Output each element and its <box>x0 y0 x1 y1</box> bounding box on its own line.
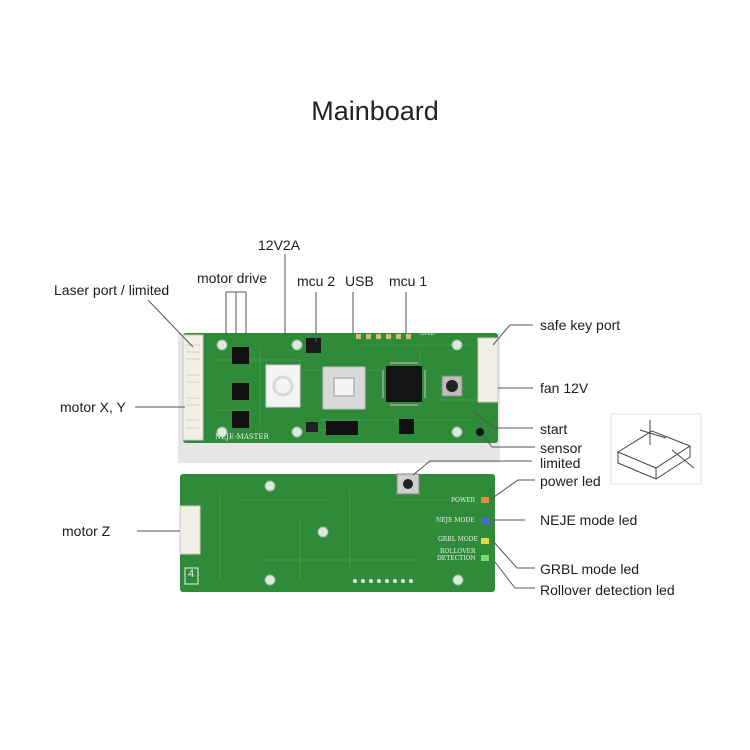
neje-mode-silkscreen: NEJE MODE <box>436 517 475 524</box>
label-laser-port: Laser port / limited <box>54 282 170 298</box>
small-component <box>306 422 318 432</box>
label-grbl-mode-led: GRBL mode led <box>540 561 640 577</box>
label-motor-z: motor Z <box>62 523 111 539</box>
label-power-led: power led <box>540 473 601 489</box>
limit-switch-cap <box>403 479 413 489</box>
label-fan: fan 12V <box>540 380 589 396</box>
right-connector <box>477 337 499 403</box>
left-connector-pins <box>186 344 200 429</box>
ic-chip <box>399 419 414 434</box>
label-rollover-led: Rollover detection led <box>540 582 675 598</box>
label-start: start <box>540 421 568 437</box>
ic-chip <box>326 421 358 435</box>
neje-mode-led <box>481 518 489 524</box>
power-led <box>481 497 489 503</box>
label-motor-xy: motor X, Y <box>60 399 126 415</box>
label-safe-key-port: safe key port <box>540 317 621 333</box>
sensor-component <box>476 428 484 436</box>
label-motor-drive: motor drive <box>197 270 268 286</box>
sensor-sketch <box>616 420 695 480</box>
power-jack <box>265 364 301 408</box>
page-title: Mainboard <box>311 96 439 126</box>
pcb-traces <box>219 490 470 580</box>
mounting-holes <box>264 480 464 586</box>
rollover-led <box>481 555 489 561</box>
left-connector <box>182 334 204 441</box>
board-number: 4 <box>188 568 195 580</box>
mcu1-chip <box>386 366 422 402</box>
board-number-box <box>184 567 199 585</box>
motor-driver-chip <box>232 411 249 428</box>
mounting-holes <box>216 339 463 438</box>
label-limited: limited <box>540 455 581 471</box>
board-name-silkscreen: NEJE-MASTER <box>215 433 269 441</box>
grbl-mode-silkscreen: GRBL MODE <box>438 536 478 543</box>
label-neje-mode-led: NEJE mode led <box>540 512 638 528</box>
bottom-pcb <box>180 474 495 592</box>
detection-silkscreen: DETECTION <box>437 555 476 562</box>
label-mcu2: mcu 2 <box>297 273 336 289</box>
start-button-cap <box>446 380 458 392</box>
motor-z-connector <box>179 505 201 555</box>
motor-driver-chip <box>232 383 249 400</box>
grbl-mode-led <box>481 538 489 544</box>
mcu2-chip <box>306 338 321 353</box>
power-silkscreen: POWER <box>451 497 476 504</box>
mcu1-pins <box>382 362 426 406</box>
label-sensor: sensor <box>540 440 583 456</box>
motor-driver-chip <box>232 347 249 364</box>
gnd-silkscreen: GND <box>420 330 435 337</box>
usb-socket <box>333 377 355 397</box>
label-usb: USB <box>345 273 374 289</box>
leader-lines <box>135 254 535 589</box>
power-jack-socket <box>272 375 294 397</box>
header-pins <box>356 334 411 339</box>
label-12v2a: 12V2A <box>258 237 301 253</box>
label-mcu1: mcu 1 <box>389 273 428 289</box>
rollover-silkscreen: ROLLOVER <box>440 548 476 555</box>
pad-row <box>353 579 413 583</box>
